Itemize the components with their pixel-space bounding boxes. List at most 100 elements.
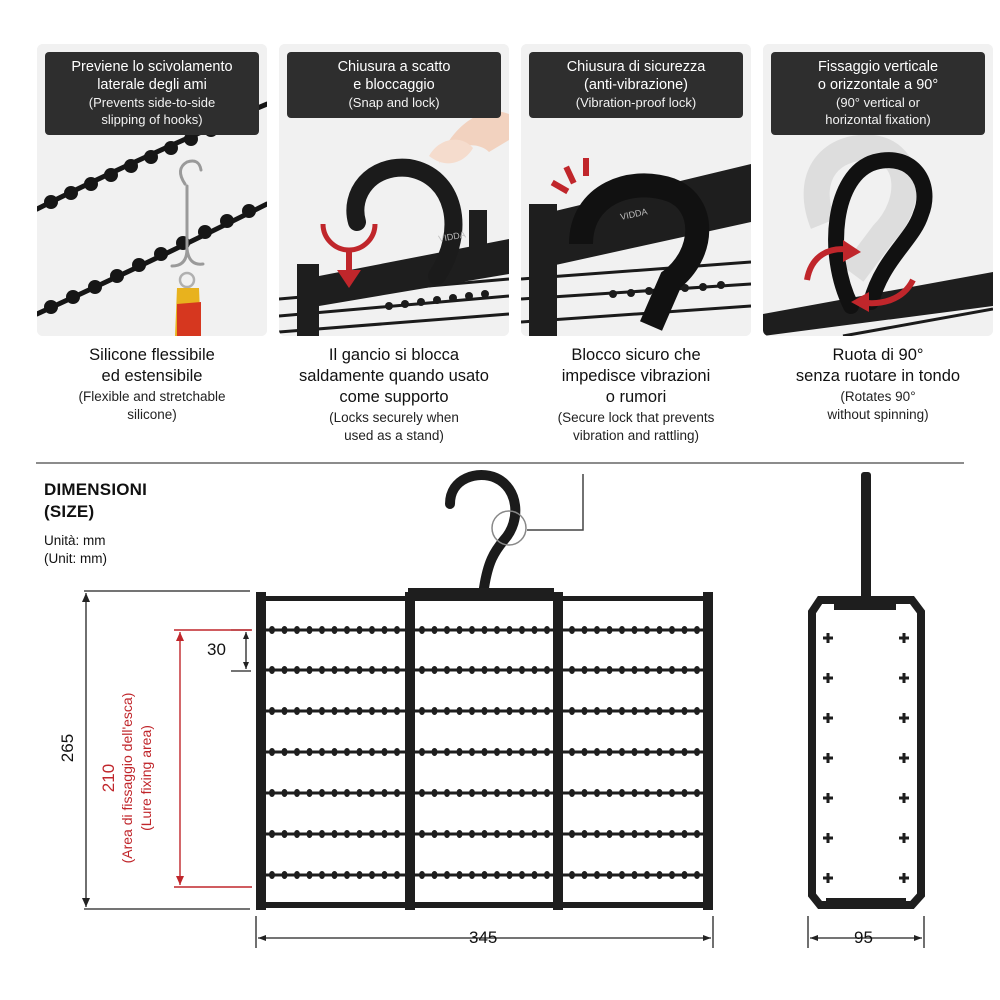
silicone-bead: [531, 707, 538, 715]
snap-arrow-icon: [320, 223, 378, 288]
silicone-bead: [656, 626, 663, 634]
silicone-bead: [694, 748, 700, 756]
silicone-bead: [444, 830, 450, 838]
silicone-bead: [581, 789, 588, 797]
silicone-bead: [306, 666, 313, 674]
silicone-bead: [481, 626, 488, 634]
silicone-bead: [469, 707, 475, 715]
caption-it: Il gancio si blocca saldamente quando us…: [299, 346, 489, 406]
silicone-bead: [619, 789, 625, 797]
silicone-bead: [544, 666, 550, 674]
silicone-bead: [681, 666, 688, 674]
dimensions-title-en: (SIZE): [44, 502, 95, 521]
silicone-bead: [456, 626, 463, 634]
silicone-bead: [269, 789, 275, 797]
silicone-bead: [481, 830, 488, 838]
silicone-bead: [631, 830, 638, 838]
section-divider: [36, 462, 964, 464]
caption-it: Ruota di 90° senza ruotare in tondo: [795, 346, 961, 385]
silicone-bead: [606, 789, 613, 797]
silicone-bead: [456, 748, 463, 756]
silicone-bead: [506, 871, 513, 879]
silicone-bead: [444, 666, 450, 674]
lure-area-value: 210: [99, 763, 118, 793]
silicone-bead: [494, 789, 500, 797]
silicone-bead: [281, 830, 288, 838]
side-peg: [823, 793, 833, 803]
height-total-label: 265: [58, 733, 77, 763]
silicone-bead: [431, 871, 438, 879]
silicone-bead: [281, 626, 288, 634]
brand-text: VIDDA: [438, 229, 467, 244]
silicone-bead: [544, 789, 550, 797]
silicone-bead: [606, 666, 613, 674]
silicone-bead: [381, 789, 388, 797]
silicone-bead: [356, 666, 363, 674]
silicone-bead: [331, 666, 338, 674]
silicone-bead: [319, 626, 325, 634]
silicone-bead: [506, 830, 513, 838]
silicone-bead: [631, 748, 638, 756]
silicone-bead: [544, 871, 550, 879]
silicone-bead: [431, 789, 438, 797]
side-peg: [899, 753, 909, 763]
silicone-bead: [631, 626, 638, 634]
silicone-bead: [331, 871, 338, 879]
silicone-bead: [519, 748, 525, 756]
silicone-bead: [281, 707, 288, 715]
silicone-bead: [594, 666, 600, 674]
silicone-bead: [669, 666, 675, 674]
feature-caption: Il gancio si blocca saldamente quando us…: [279, 345, 509, 445]
lure-rails: [260, 626, 710, 879]
silicone-bead: [294, 748, 300, 756]
silicone-bead: [456, 871, 463, 879]
silicone-bead: [581, 748, 588, 756]
silicone-bead: [544, 748, 550, 756]
side-peg: [899, 633, 909, 643]
silicone-bead: [306, 789, 313, 797]
silicone-bead: [506, 626, 513, 634]
lure-area-it: (Area di fissaggio dell'esca): [119, 692, 135, 864]
silicone-bead: [669, 748, 675, 756]
silicone-bead: [331, 626, 338, 634]
feature-title-it: Chiusura a scatto e bloccaggio: [337, 59, 451, 93]
feature-title-en: (90° vertical or horizontal fixation): [825, 95, 931, 127]
silicone-bead: [331, 830, 338, 838]
silicone-bead: [481, 666, 488, 674]
silicone-bead: [694, 707, 700, 715]
width-label: 345: [469, 928, 498, 947]
silicone-bead: [381, 748, 388, 756]
silicone-bead: [656, 871, 663, 879]
feature-badge: Previene lo scivolamento laterale degli …: [45, 52, 259, 135]
silicone-bead: [619, 830, 625, 838]
silicone-bead: [606, 871, 613, 879]
silicone-bead: [369, 789, 375, 797]
silicone-bead: [544, 626, 550, 634]
silicone-bead: [394, 830, 400, 838]
silicone-bead: [319, 666, 325, 674]
silicone-bead: [531, 871, 538, 879]
silicone-bead: [344, 830, 350, 838]
silicone-bead: [281, 748, 288, 756]
silicone-bead: [619, 626, 625, 634]
side-peg: [899, 713, 909, 723]
unit-it: Unità: mm: [44, 533, 106, 548]
silicone-bead: [344, 871, 350, 879]
silicone-bead: [281, 789, 288, 797]
silicone-bead: [531, 789, 538, 797]
side-peg: [899, 793, 909, 803]
silicone-bead: [694, 789, 700, 797]
silicone-bead: [444, 871, 450, 879]
silicone-bead: [606, 626, 613, 634]
feature-badge: Chiusura di sicurezza (anti-vibrazione) …: [529, 52, 743, 118]
feature-panel-silicone: Previene lo scivolamento laterale degli …: [37, 44, 267, 336]
silicone-bead: [431, 666, 438, 674]
silicone-bead: [419, 789, 425, 797]
silicone-bead: [269, 748, 275, 756]
silicone-bead: [469, 871, 475, 879]
silicone-bead: [531, 830, 538, 838]
feature-title-en: (Snap and lock): [348, 95, 440, 110]
feature-badge: Chiusura a scatto e bloccaggio (Snap and…: [287, 52, 501, 118]
lure-area-label: 210 (Area di fissaggio dell'esca) (Lure …: [99, 678, 159, 878]
